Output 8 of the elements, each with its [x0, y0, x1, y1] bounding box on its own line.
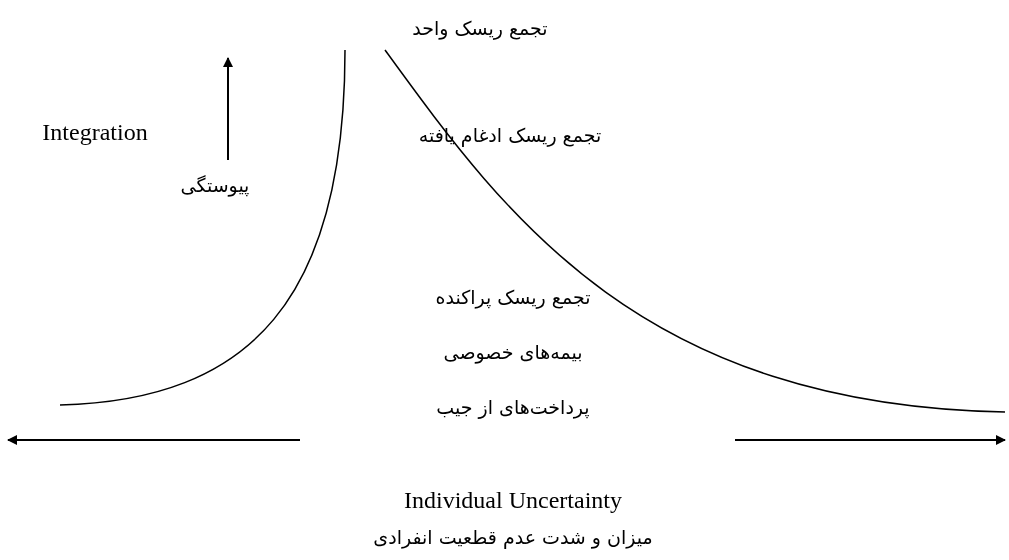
category-label: بیمه‌های خصوصی [443, 341, 583, 363]
category-label: تجمع ریسک پراکنده [435, 286, 591, 308]
category-label: پرداخت‌های از جیب [436, 396, 590, 418]
axis-label: میزان و شدت عدم قطعیت انفرادی [373, 526, 653, 548]
axis-label: Individual Uncertainty [404, 486, 622, 514]
category-label: تجمع ریسک واحد [412, 17, 548, 39]
axis-label: Integration [42, 118, 148, 146]
axis-label: پیوستگی [180, 174, 250, 196]
